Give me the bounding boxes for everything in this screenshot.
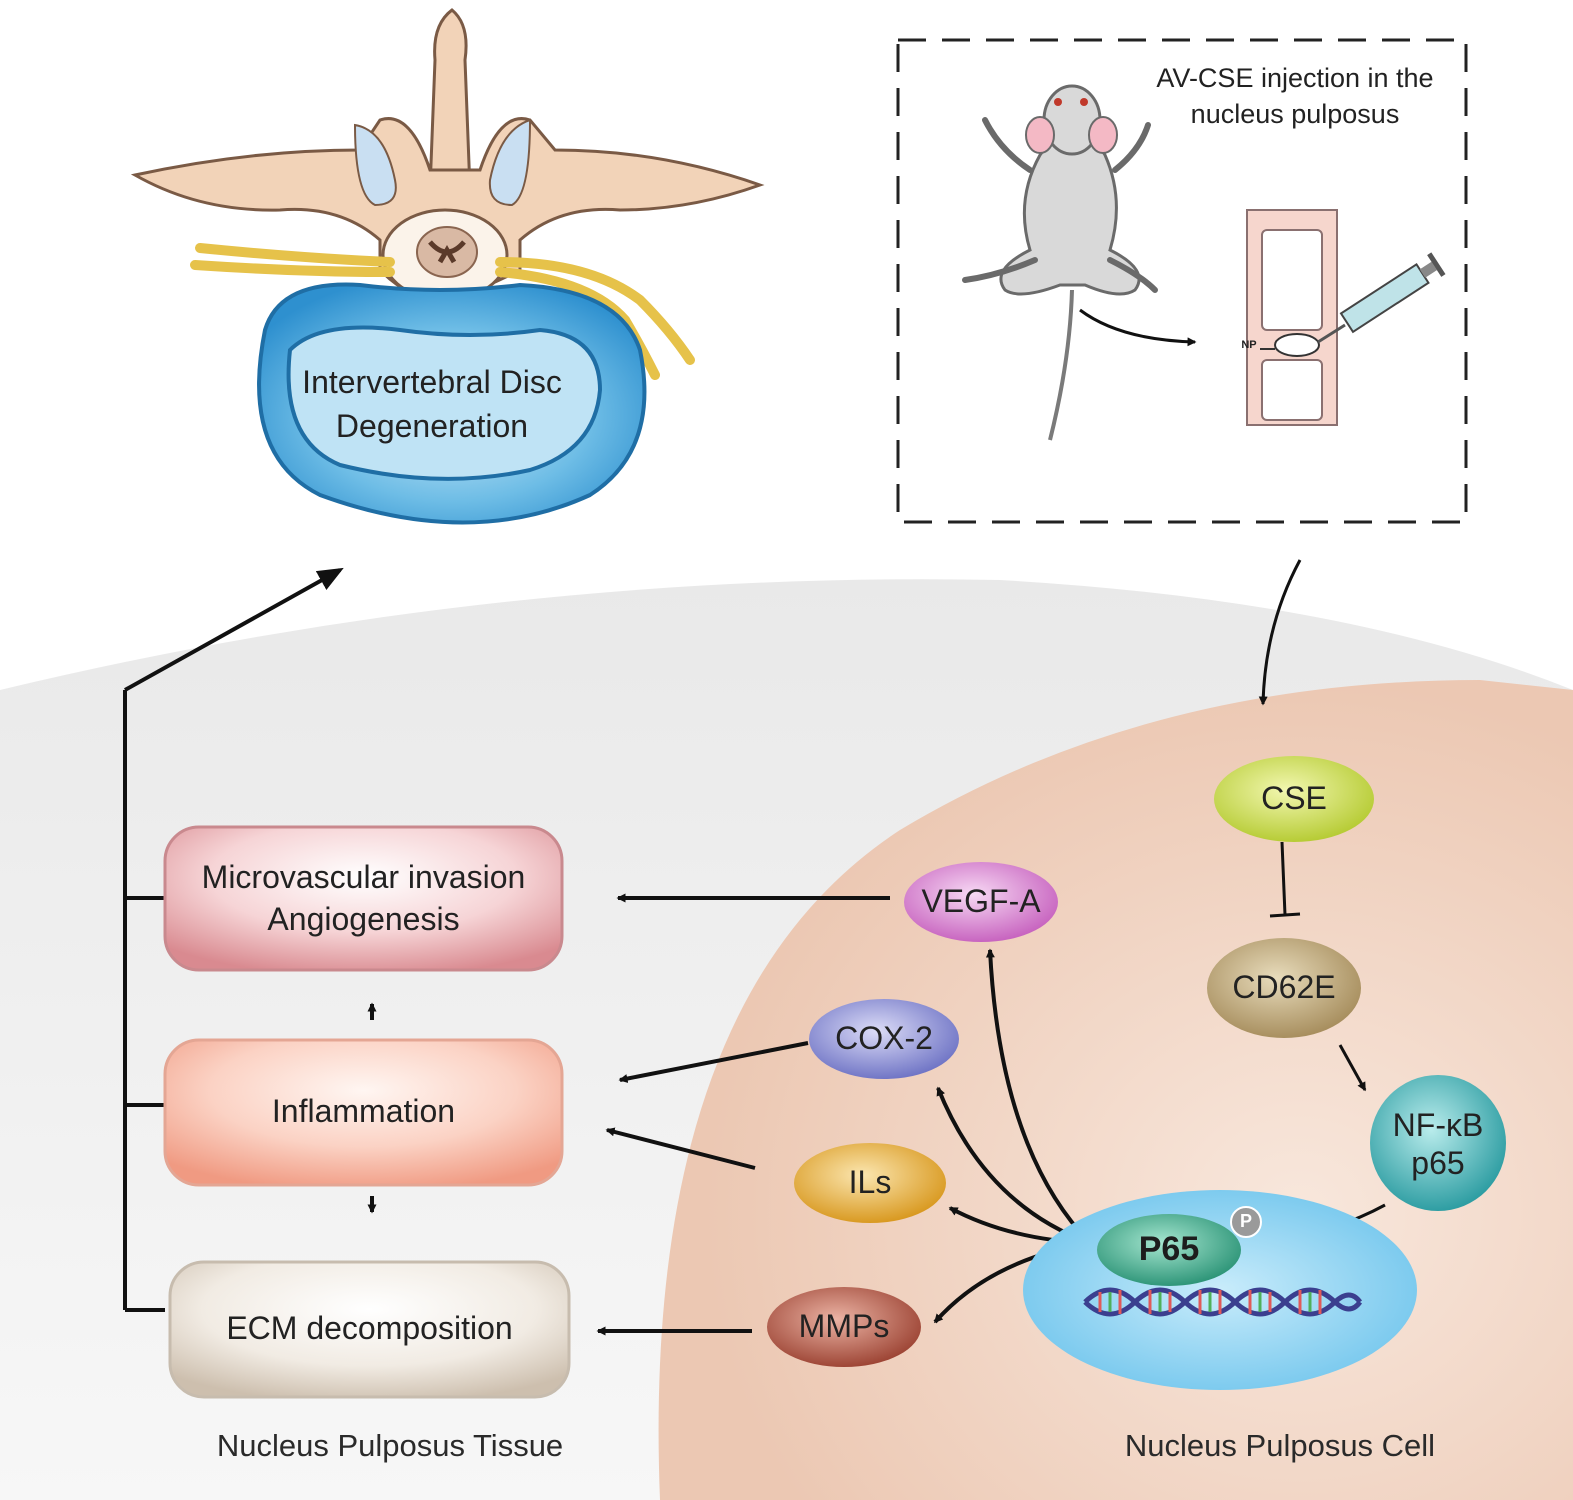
phospho-label: P xyxy=(1239,1211,1252,1231)
tissue-caption: Nucleus Pulposus Tissue xyxy=(216,1428,564,1463)
ils-node xyxy=(794,1143,946,1223)
disc-label-line1: Intervertebral Disc xyxy=(302,364,562,400)
arrow-cd62e-to-nfkb xyxy=(1338,1044,1367,1092)
microvascular-box-label: Microvascular invasion Angiogenesis xyxy=(165,856,562,940)
syringe-illustration xyxy=(1317,252,1446,344)
injection-arrow xyxy=(1079,308,1197,347)
cse-node xyxy=(1214,756,1374,842)
cse-label: CSE xyxy=(1261,780,1327,816)
microvascular-box xyxy=(163,825,564,972)
ecm-box-label: ECM decomposition xyxy=(226,1310,513,1346)
arrow-p65-to-vegfa xyxy=(985,948,1092,1245)
p65-label: P65 xyxy=(1138,1230,1200,1268)
mmps-node xyxy=(767,1287,921,1367)
rat-illustration xyxy=(962,84,1158,441)
microvascular-label-line1: Microvascular invasion xyxy=(201,859,526,895)
injection-title-line2: nucleus pulposus xyxy=(1190,99,1400,129)
injection-title: AV-CSE injection in the nucleus pulposus xyxy=(1115,60,1475,132)
vegfa-label: VEGF-A xyxy=(921,883,1041,919)
disc-label: Intervertebral Disc Degeneration xyxy=(262,360,602,448)
mmps-label: MMPs xyxy=(798,1308,890,1344)
microvascular-label-line2: Angiogenesis xyxy=(267,901,460,937)
inflammation-box xyxy=(163,1038,564,1187)
injection-panel-frame xyxy=(896,38,1468,524)
vegfa-node xyxy=(904,862,1058,942)
degeneration-arrow xyxy=(124,567,344,692)
cox2-label: COX-2 xyxy=(835,1020,933,1056)
p65-node xyxy=(1097,1214,1241,1286)
spine-segment xyxy=(1246,209,1338,426)
np-marker: NP xyxy=(1241,339,1257,351)
cd62e-label: CD62E xyxy=(1232,969,1336,1005)
nfkb-label-line2: p65 xyxy=(1411,1145,1465,1181)
cd62e-node xyxy=(1207,938,1361,1038)
injection-title-line1: AV-CSE injection in the xyxy=(1156,63,1434,93)
dna-helix-icon xyxy=(1083,1287,1363,1317)
cox2-node xyxy=(809,999,959,1079)
arrow-cox2-to-inflammation xyxy=(618,1041,809,1083)
ils-label: ILs xyxy=(848,1164,892,1200)
vertebra-illustration xyxy=(130,8,765,380)
inhibit-cse-cd62e xyxy=(1269,841,1301,918)
ecm-box xyxy=(168,1260,571,1399)
nfkb-label-line1: NF-κB xyxy=(1392,1107,1484,1143)
inflammation-box-label: Inflammation xyxy=(271,1093,456,1129)
intervertebral-disc xyxy=(257,282,647,525)
phospho-badge xyxy=(1230,1206,1262,1238)
cell-caption: Nucleus Pulposus Cell xyxy=(1124,1428,1436,1463)
disc-label-line2: Degeneration xyxy=(335,408,529,444)
arrow-ils-to-inflammation xyxy=(605,1127,756,1170)
arrow-injection-to-cse xyxy=(1258,559,1302,706)
nfkb-label: NF-κB p65 xyxy=(1370,1106,1506,1182)
nfkb-node xyxy=(1370,1075,1506,1211)
